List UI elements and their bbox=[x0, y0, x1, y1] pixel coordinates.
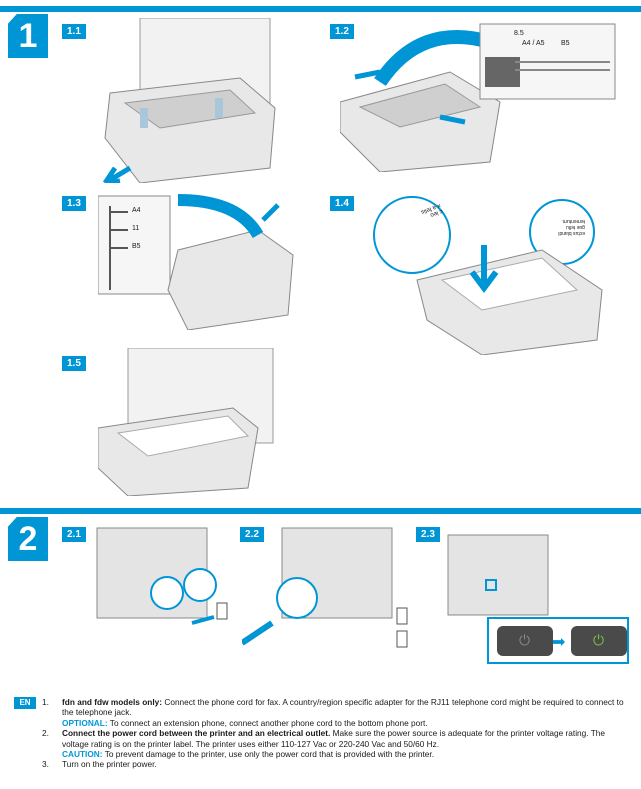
guide-mark-b5-1-3: B5 bbox=[132, 243, 141, 250]
power-button-on bbox=[571, 626, 627, 656]
power-arrow-icon: ➡ bbox=[552, 634, 566, 651]
power-on-icon: ⏻ bbox=[593, 632, 605, 648]
step1-band bbox=[0, 6, 641, 12]
guide-mark-11: 11 bbox=[132, 225, 140, 232]
illustration-rear-guide bbox=[98, 190, 298, 330]
label-1-4: 1.4 bbox=[330, 196, 354, 211]
label-2-1: 2.1 bbox=[62, 527, 86, 542]
power-off-icon: ⏻ bbox=[519, 632, 531, 648]
illustration-phone-cord bbox=[92, 523, 232, 638]
label-1-5: 1.5 bbox=[62, 356, 86, 371]
language-badge: EN bbox=[14, 697, 36, 709]
illustration-close-tray bbox=[98, 348, 278, 496]
step2-number: 2 bbox=[8, 517, 48, 561]
illustration-load-paper bbox=[372, 190, 632, 355]
instructions: EN 1. fdn and fdw models only: Connect t… bbox=[14, 697, 629, 770]
label-2-3: 2.3 bbox=[416, 527, 440, 542]
guide-mark-8-5: 8.5 bbox=[514, 30, 524, 37]
instruction-item-1: 1. fdn and fdw models only: Connect the … bbox=[42, 697, 624, 728]
step2-band bbox=[0, 508, 641, 514]
instruction-item-2: 2. Connect the power cord between the pr… bbox=[42, 728, 606, 760]
guide-mark-a4: A4 bbox=[132, 207, 141, 214]
illustration-adjust-guides bbox=[340, 22, 620, 172]
guide-mark-b5: B5 bbox=[561, 40, 570, 47]
guide-mark-a4-a5: A4 / A5 bbox=[522, 40, 545, 47]
power-button-off bbox=[497, 626, 553, 656]
label-1-2: 1.2 bbox=[330, 24, 354, 39]
label-1-1: 1.1 bbox=[62, 24, 86, 39]
optional-label: OPTIONAL: bbox=[62, 717, 108, 728]
caution-label: CAUTION: bbox=[62, 749, 103, 760]
label-1-3: 1.3 bbox=[62, 196, 86, 211]
paper-text-zoom-right: ectus blandi gue tellu tementum. bbox=[558, 218, 585, 236]
label-2-2: 2.2 bbox=[240, 527, 264, 542]
illustration-open-tray bbox=[80, 18, 280, 183]
instruction-item-3: 3. Turn on the printer power. bbox=[42, 759, 157, 770]
illustration-power-cord bbox=[242, 523, 412, 663]
step1-number: 1 bbox=[8, 14, 48, 58]
